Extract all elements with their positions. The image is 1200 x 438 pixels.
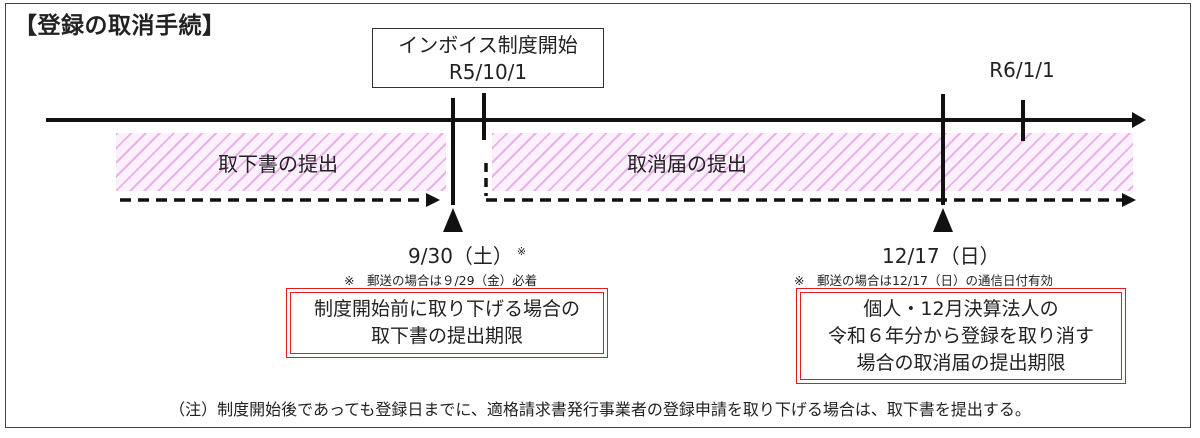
deadline-box-left: 制度開始前に取り下げる場合の 取下書の提出期限 <box>286 288 608 358</box>
date-label-9-30: 9/30（土）※ <box>408 240 526 269</box>
dashed-arrowhead-right <box>1122 193 1136 207</box>
diagram-title: 【登録の取消手続】 <box>14 13 226 39</box>
date-text-9-30: 9/30（土） <box>408 244 513 268</box>
deadline-right-line1: 個人・12月決算法人の <box>863 298 1059 320</box>
deadline-box-right: 個人・12月決算法人の 令和６年分から登録を取り消す 場合の取消届の提出期限 <box>796 288 1126 384</box>
dashed-arrowhead-left <box>426 193 440 207</box>
deadline-left-line2: 取下書の提出期限 <box>370 325 523 347</box>
deadline-left-line1: 制度開始前に取り下げる場合の <box>313 298 580 320</box>
triangle-marker-12-17 <box>933 208 953 232</box>
submission-period-band-left <box>116 133 446 191</box>
band-label-left: 取下書の提出 <box>218 152 338 176</box>
note-12-17: ※ 郵送の場合は12/17（日）の通信日付有効 <box>794 273 1053 288</box>
event-box-line1: インボイス制度開始 <box>398 33 578 57</box>
submission-period-band-right <box>492 133 1133 191</box>
diagram-frame <box>5 3 1191 428</box>
timeline-arrowhead <box>1132 112 1146 128</box>
deadline-right-line3: 場合の取消届の提出期限 <box>856 352 1066 374</box>
note-9-30: ※ 郵送の場合は９/29（金）必着 <box>344 273 538 288</box>
date-mark-9-30: ※ <box>516 245 527 259</box>
deadline-right-line2: 令和６年分から登録を取り消す <box>827 325 1094 347</box>
event-box-invoice-start: インボイス制度開始 R5/10/1 <box>372 28 604 88</box>
footnote: （注）制度開始後であっても登録日までに、適格請求書発行事業者の登録申請を取り下げ… <box>169 400 1031 419</box>
triangle-marker-9-30 <box>443 208 463 232</box>
r6-label: R6/1/1 <box>989 58 1055 82</box>
event-box-line2: R5/10/1 <box>448 60 528 84</box>
date-label-12-17: 12/17（日） <box>882 244 1000 268</box>
band-label-right: 取消届の提出 <box>627 152 747 176</box>
